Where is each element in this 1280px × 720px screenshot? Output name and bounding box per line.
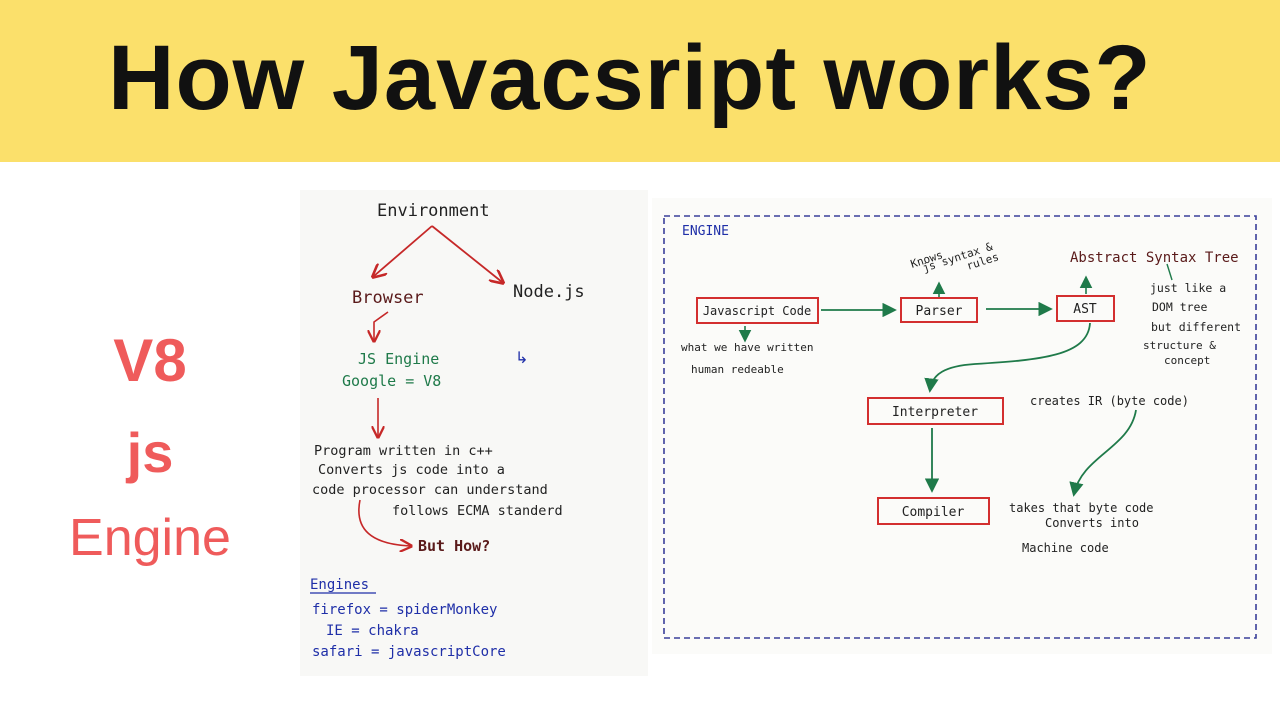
side-label-v8: V8	[113, 327, 187, 394]
desc-line-3: code processor can understand	[312, 482, 548, 498]
env-to-node-arrow	[431, 225, 502, 282]
js-code-label: Javascript Code	[703, 304, 811, 318]
page-title: How Javacsript works?	[108, 27, 1152, 129]
engine-ie: IE = chakra	[326, 623, 419, 639]
compiler-box	[877, 497, 990, 525]
engine-frame-label: ENGINE	[682, 224, 729, 239]
left-sketch: Environment Browser Node.js ↳ JS Engine …	[310, 201, 585, 660]
js-code-box	[696, 297, 819, 324]
dom-line-3: but different	[1151, 320, 1241, 334]
browser-to-engine-arrow	[374, 311, 389, 340]
left-sketch-paper	[300, 190, 648, 676]
desc-line-1: Program written in c++	[314, 443, 493, 459]
creates-ir-label: creates IR (byte code)	[1030, 394, 1189, 408]
engine-firefox: firefox = spiderMonkey	[312, 602, 497, 618]
side-label-engine: Engine	[69, 509, 231, 567]
but-how-label: But How?	[418, 537, 490, 555]
dom-line-1: just like a	[1150, 281, 1226, 295]
interpreter-label: Interpreter	[892, 405, 978, 420]
js-engine-label: JS Engine	[358, 350, 439, 368]
interpreter-box	[867, 397, 1004, 425]
ast-full-label: Abstract Syntax Tree	[1070, 250, 1239, 266]
side-label-js: js	[126, 421, 174, 484]
ir-to-takes-arrow	[1069, 409, 1137, 497]
ast-label: AST	[1073, 302, 1097, 317]
browser-label: Browser	[352, 288, 424, 308]
node-engine-placeholder: ↳	[515, 348, 528, 367]
takes-line-3: Machine code	[1022, 541, 1109, 555]
ast-to-interpreter-arrow	[924, 322, 1091, 393]
written-line-1: what we have written	[681, 341, 813, 354]
ast-full-to-dom-arrow	[1166, 263, 1173, 281]
desc-line-4: follows ECMA standerd	[392, 503, 563, 519]
engine-safari: safari = javascriptCore	[312, 644, 506, 660]
parser-label: Parser	[916, 304, 963, 319]
parser-box	[900, 297, 978, 323]
engine-dashed-frame	[663, 215, 1257, 639]
written-line-2: human redeable	[691, 363, 784, 376]
takes-line-1: takes that byte code	[1009, 501, 1154, 515]
engine-diagram: ENGINE Javascript Code Parser AST Interp…	[663, 215, 1257, 639]
env-to-browser-arrow	[374, 225, 433, 276]
ast-box	[1056, 295, 1115, 322]
takes-line-2: Converts into	[1045, 516, 1139, 530]
compiler-label: Compiler	[902, 505, 965, 520]
desc-to-but-how-arrow	[358, 499, 410, 546]
dom-line-2: DOM tree	[1152, 300, 1207, 314]
environment-label: Environment	[377, 201, 490, 221]
engine-sketch-paper	[652, 198, 1272, 654]
google-v8-label: Google = V8	[342, 372, 441, 390]
dom-line-4: structure &	[1143, 339, 1216, 352]
desc-line-2: Converts js code into a	[318, 462, 505, 478]
nodejs-label: Node.js	[513, 282, 585, 302]
title-banner: How Javacsript works?	[0, 0, 1280, 162]
dom-line-5: concept	[1164, 354, 1210, 367]
engines-title: Engines	[310, 577, 369, 593]
